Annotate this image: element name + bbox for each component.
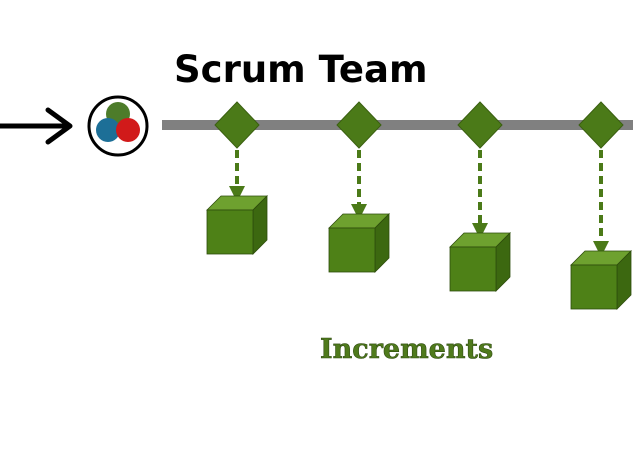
diamond-icon <box>578 101 624 149</box>
sprints-layer <box>206 101 632 310</box>
sprint-1 <box>206 101 268 255</box>
diamond-icon <box>214 101 260 149</box>
cube-icon <box>570 250 632 310</box>
sprint-3 <box>449 101 511 292</box>
diamond-icon <box>336 101 382 149</box>
team-circles-icon <box>87 95 149 157</box>
cube-icon <box>206 195 268 255</box>
cube-icon <box>328 213 390 273</box>
increments-label: Increments <box>320 334 493 365</box>
sprint-2 <box>328 101 390 273</box>
right-arrow-icon <box>0 107 73 145</box>
sprint-4 <box>570 101 632 310</box>
cube-icon <box>449 232 511 292</box>
diamond-icon <box>457 101 503 149</box>
scrum-team-title: Scrum Team <box>174 48 428 91</box>
timeline-bar <box>162 120 633 130</box>
